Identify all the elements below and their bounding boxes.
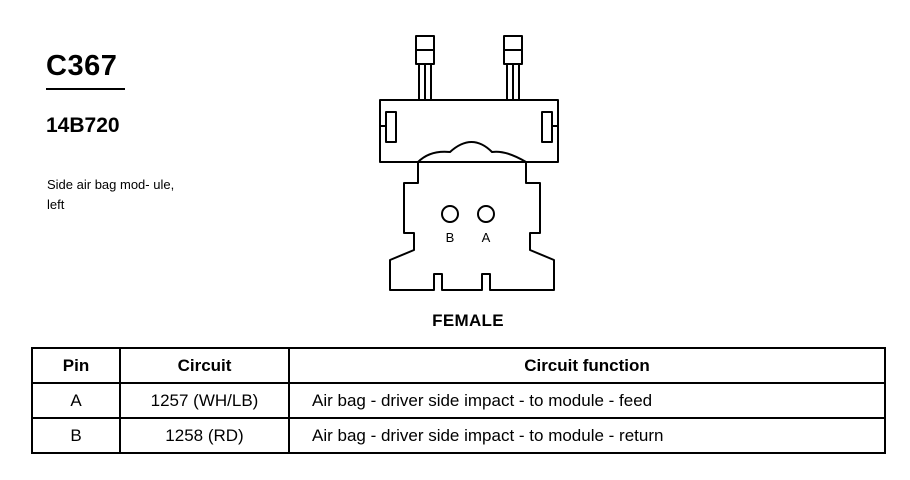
connector-housing xyxy=(379,99,559,163)
pin-label-b: B xyxy=(446,230,455,245)
cell-pin: B xyxy=(31,417,121,454)
header-circuit-function: Circuit function xyxy=(288,347,886,384)
header-pin: Pin xyxy=(31,347,121,384)
connector-id: C367 xyxy=(46,50,118,82)
connector-diagram: B A xyxy=(379,35,559,291)
connector-gender: FEMALE xyxy=(432,311,504,330)
terminal-tube-right xyxy=(503,35,523,101)
pin-cavity-a xyxy=(477,205,495,223)
pin-cavity-b xyxy=(441,205,459,223)
table-row: A 1257 (WH/LB) Air bag - driver side imp… xyxy=(31,382,886,419)
terminal-tube-left xyxy=(415,35,435,101)
header-circuit: Circuit xyxy=(119,347,290,384)
pin-label-a: A xyxy=(482,230,491,245)
part-number: 14B720 xyxy=(46,114,120,137)
cell-circuit: 1258 (RD) xyxy=(119,417,290,454)
cell-function: Air bag - driver side impact - to module… xyxy=(288,382,886,419)
pinout-table: Pin Circuit Circuit function A 1257 (WH/… xyxy=(31,347,886,454)
table-header-row: Pin Circuit Circuit function xyxy=(31,347,886,384)
title-underline xyxy=(46,88,125,90)
connector-description: Side air bag mod- ule, left xyxy=(47,177,175,212)
cell-circuit: 1257 (WH/LB) xyxy=(119,382,290,419)
connector-face xyxy=(389,141,555,291)
cell-function: Air bag - driver side impact - to module… xyxy=(288,417,886,454)
table-row: B 1258 (RD) Air bag - driver side impact… xyxy=(31,417,886,454)
cell-pin: A xyxy=(31,382,121,419)
